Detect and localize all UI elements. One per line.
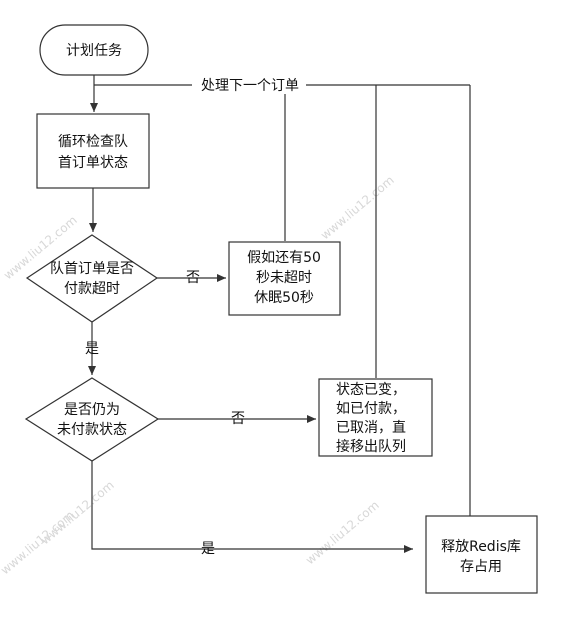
timeout-decision-label-line1: 队首订单是否 (50, 261, 134, 277)
wait-label-line3: 休眠50秒 (254, 290, 314, 306)
release-label-line1: 释放Redis库 (441, 539, 521, 555)
wait-label-line2: 秒未超时 (256, 270, 312, 286)
next-order-label-bg (192, 74, 306, 94)
unpaid-yes-label: 是 (201, 541, 215, 557)
unpaid-no-label: 否 (231, 411, 245, 427)
start-label: 计划任务 (66, 43, 122, 59)
timeout-decision-label-line2: 付款超时 (64, 281, 120, 297)
state-changed-line2: 如已付款， (336, 401, 406, 417)
state-changed-node: 状态已变， 如已付款， 已取消，直 接移出队列 (318, 378, 433, 457)
next-order-label: 处理下一个订单 (201, 78, 299, 94)
edge-unpaid-yes (91, 461, 413, 553)
watermark: www.liu12.com (303, 498, 382, 567)
watermark: www.liu12.com (0, 508, 77, 577)
check-head-label-line1: 循环检查队 (58, 134, 128, 150)
timeout-yes-label: 是 (85, 341, 99, 357)
watermark-group: www.liu12.com www.liu12.com www.liu12.co… (0, 173, 397, 577)
state-changed-line3: 已取消，直 (336, 419, 406, 436)
start-node: 计划任务 (39, 24, 149, 76)
unpaid-decision-label-line1: 是否仍为 (64, 402, 120, 418)
timeout-no-label: 否 (186, 270, 200, 286)
wait-label-line1: 假如还有50 (247, 250, 321, 266)
check-head-order-node: 循环检查队 首订单状态 (36, 113, 150, 189)
wait-node: 假如还有50 秒未超时 休眠50秒 (228, 241, 341, 316)
check-head-label-line2: 首订单状态 (58, 155, 128, 171)
release-label-line2: 存占用 (460, 559, 502, 575)
unpaid-decision-node: 是否仍为 未付款状态 (24, 377, 160, 462)
loop-back-edges (94, 84, 471, 516)
release-node: 释放Redis库 存占用 (425, 515, 538, 594)
unpaid-decision-label-line2: 未付款状态 (57, 422, 127, 438)
state-changed-line1: 状态已变， (336, 382, 406, 398)
state-changed-line4: 接移出队列 (336, 438, 406, 455)
watermark: www.liu12.com (318, 173, 397, 242)
